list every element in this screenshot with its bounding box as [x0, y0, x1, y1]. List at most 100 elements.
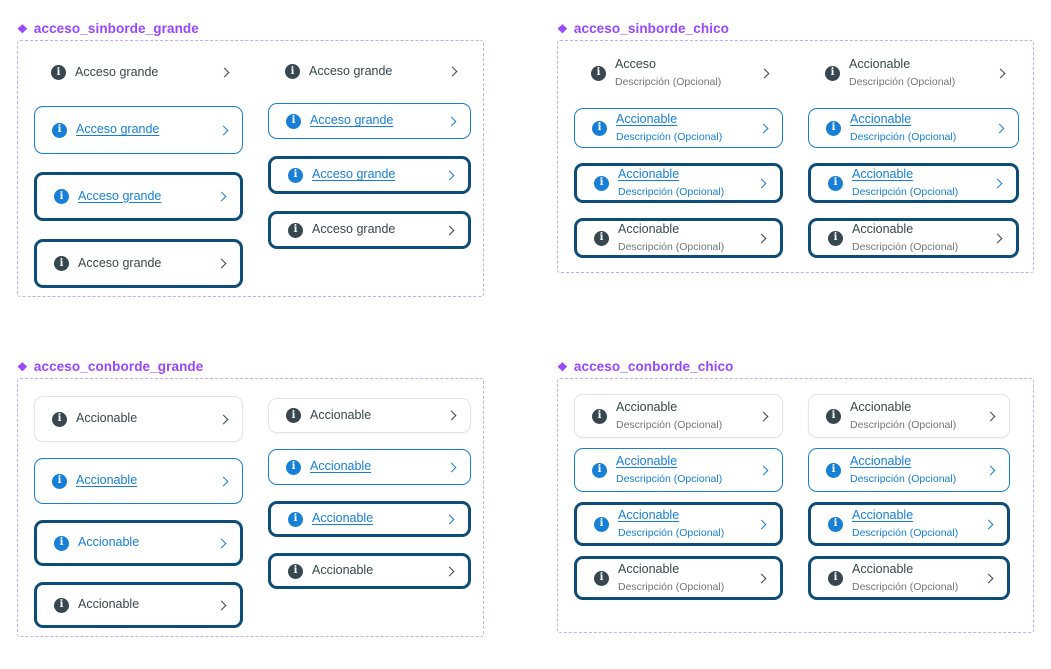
- chevron-right-icon: [444, 566, 455, 576]
- access-card-label: Accionable: [312, 563, 374, 578]
- component-set-diamond-icon: ❖: [557, 359, 568, 374]
- access-card[interactable]: i Accionable: [34, 520, 243, 566]
- chevron-right-icon: [219, 67, 230, 78]
- component-set-diamond-icon: ❖: [17, 21, 28, 36]
- chevron-right-icon: [985, 411, 996, 421]
- chevron-right-icon: [756, 519, 767, 529]
- access-card-label: Accionable: [618, 508, 680, 523]
- chevron-right-icon: [216, 600, 227, 610]
- access-card-texts: Accionable: [78, 597, 210, 613]
- access-card-label: Acceso grande: [310, 113, 394, 128]
- access-card-label: Accionable: [852, 222, 914, 237]
- access-card-description: Descripción (Opcional): [618, 241, 725, 254]
- access-card-description: Descripción (Opcional): [618, 186, 725, 199]
- info-icon: i: [828, 175, 843, 191]
- access-card-label: Accionable: [852, 167, 914, 182]
- chevron-right-icon: [216, 258, 227, 269]
- access-card-description: Descripción (Opcional): [615, 76, 722, 89]
- component-set-name: acceso_sinborde_grande: [33, 21, 199, 36]
- component-set-title[interactable]: ❖ acceso_conborde_grande: [17, 359, 203, 374]
- access-card-description: Descripción (Opcional): [850, 419, 957, 432]
- access-card-description: Descripción (Opcional): [616, 473, 723, 486]
- component-set-name: acceso_conborde_chico: [573, 359, 734, 374]
- access-card-description: Descripción (Opcional): [852, 581, 959, 594]
- chevron-right-icon: [446, 410, 457, 421]
- access-card-texts: Acceso grande: [78, 189, 210, 205]
- info-icon: i: [594, 570, 609, 586]
- component-set-title[interactable]: ❖ acceso_sinborde_chico: [557, 21, 729, 36]
- info-icon: i: [54, 535, 69, 551]
- info-icon: i: [826, 462, 841, 478]
- access-card-description: Descripción (Opcional): [852, 186, 959, 199]
- access-card-label: Accionable: [310, 459, 372, 474]
- access-card-texts: Accionable: [310, 408, 440, 424]
- access-card-label: Acceso grande: [78, 255, 162, 270]
- info-icon: i: [826, 120, 841, 136]
- access-card-label: Accionable: [312, 511, 374, 526]
- access-card-label: Accionable: [849, 57, 911, 72]
- chevron-right-icon: [756, 573, 767, 583]
- access-card-label: Accionable: [616, 112, 678, 127]
- info-icon: i: [285, 64, 300, 79]
- access-card-texts: Acceso grande: [78, 256, 210, 272]
- access-card-description: Descripción (Opcional): [618, 581, 725, 594]
- chevron-right-icon: [446, 462, 457, 472]
- access-card-texts: Acceso grande: [309, 64, 441, 80]
- info-icon: i: [594, 516, 609, 532]
- component-set-diamond-icon: ❖: [17, 359, 28, 374]
- access-card-label: Accionable: [850, 454, 912, 469]
- chevron-right-icon: [444, 170, 455, 180]
- access-card-label: Accionable: [852, 508, 914, 523]
- info-icon: i: [592, 408, 607, 424]
- info-icon: i: [825, 65, 840, 81]
- access-card-label: Accionable: [78, 535, 140, 550]
- component-set-title[interactable]: ❖ acceso_conborde_chico: [557, 359, 734, 374]
- access-card[interactable]: i Acceso grande: [268, 57, 471, 86]
- access-card-label: Acceso grande: [312, 222, 396, 237]
- access-card-label: Accionable: [76, 411, 138, 426]
- component-set-title[interactable]: ❖ acceso_sinborde_grande: [17, 21, 199, 36]
- info-icon: i: [828, 516, 843, 532]
